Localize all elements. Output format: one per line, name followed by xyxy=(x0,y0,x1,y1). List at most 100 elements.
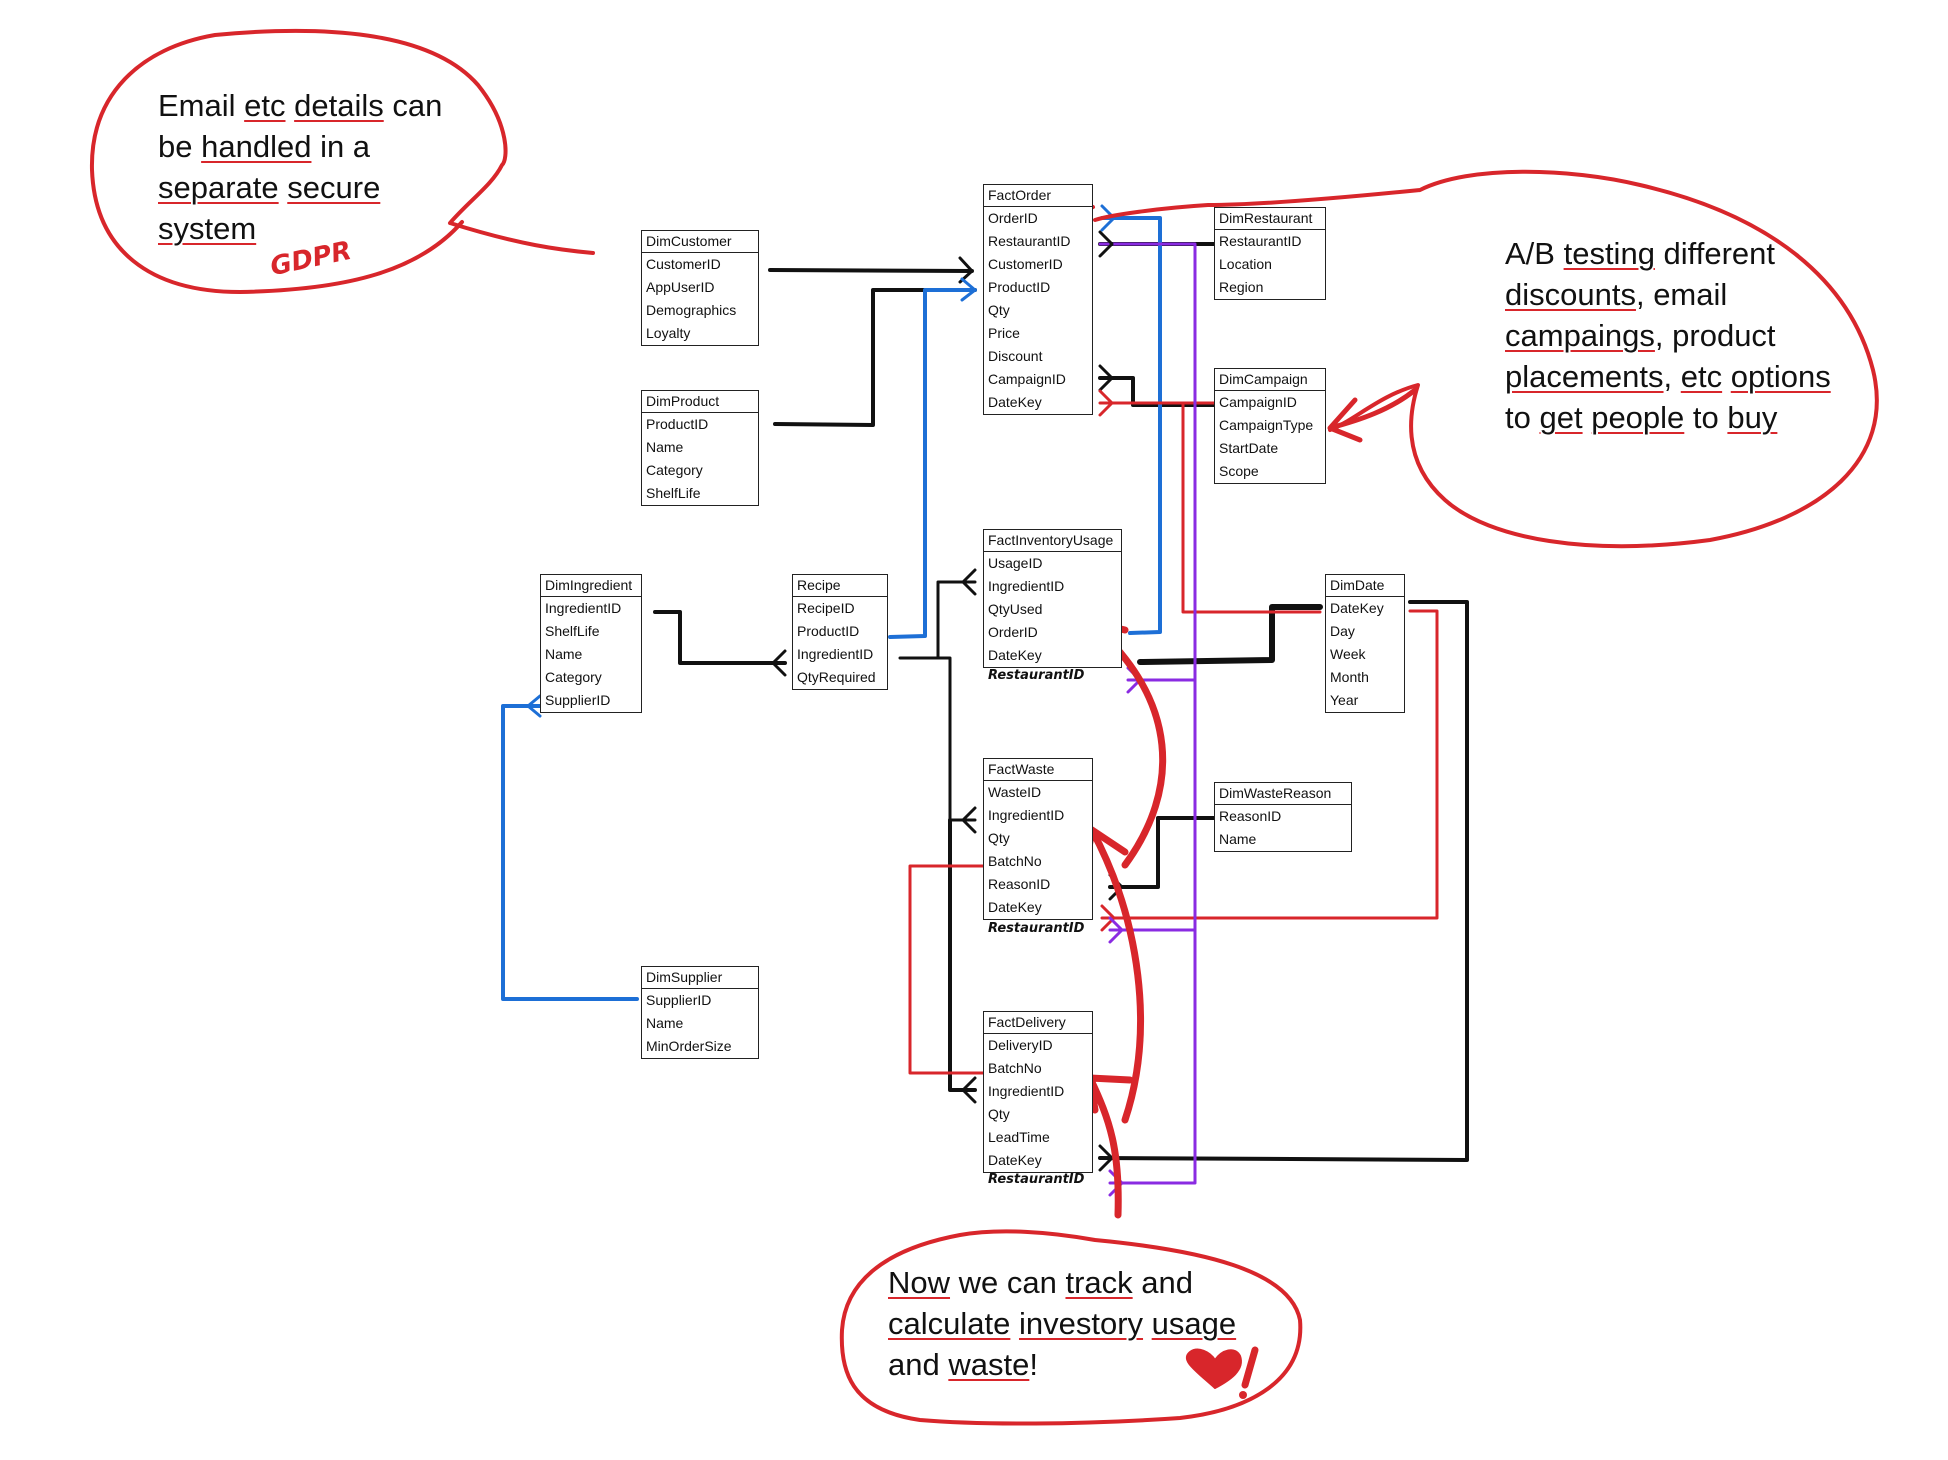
crowsfoot-usage-order xyxy=(1100,204,1116,232)
table-field: Qty xyxy=(988,830,1010,846)
rel-campaign-factorder xyxy=(1098,376,1217,407)
note-fragment xyxy=(1583,400,1592,435)
table-field: ShelfLife xyxy=(646,485,701,501)
note-fragment: etc xyxy=(1680,359,1723,394)
table-field: CustomerID xyxy=(988,256,1063,272)
table-factorder: FactOrder OrderID RestaurantID CustomerI… xyxy=(983,184,1093,415)
table-header: DimProduct xyxy=(642,391,758,413)
note-fragment: Now xyxy=(888,1265,951,1300)
table-dimsupplier: DimSupplier SupplierID Name MinOrderSize xyxy=(641,966,759,1059)
note-fragment: waste xyxy=(948,1347,1030,1382)
note-fragment: A/B xyxy=(1505,236,1564,271)
table-field: Week xyxy=(1330,646,1366,662)
crowsfoot-order-product xyxy=(960,277,977,302)
rel-wastereason-waste xyxy=(1108,816,1217,889)
table-field: ReasonID xyxy=(1219,808,1282,824)
crowsfoot-waste-restaurant xyxy=(1108,916,1124,944)
rel-datekey-waste-red xyxy=(1100,609,1439,920)
table-field: RecipeID xyxy=(797,600,855,616)
table-header: FactWaste xyxy=(984,759,1092,781)
table-field: DateKey xyxy=(1330,600,1384,616)
table-field: RestaurantID xyxy=(988,233,1071,249)
table-dimdate: DimDate DateKey Day Week Month Year xyxy=(1325,574,1405,713)
table-factwaste: FactWaste WasteID IngredientID Qty Batch… xyxy=(983,758,1093,920)
table-field: DateKey xyxy=(988,647,1042,663)
table-header: FactInventoryUsage xyxy=(984,530,1121,552)
table-header: DimRestaurant xyxy=(1215,208,1325,230)
table-header: DimSupplier xyxy=(642,967,758,989)
rel-supplier-ingredient xyxy=(501,704,639,1001)
table-field: IngredientID xyxy=(545,600,622,616)
note-fragment: Email xyxy=(158,88,245,123)
note-fragment: placements xyxy=(1505,359,1664,394)
rel-ingredient-recipe xyxy=(653,610,787,665)
handwritten-restaurantid-waste: RestaurantID xyxy=(988,921,1085,936)
table-field: Scope xyxy=(1219,463,1259,479)
note-fragment: handled xyxy=(201,129,312,164)
table-field: QtyUsed xyxy=(988,601,1043,617)
note-fragment: etc xyxy=(244,88,286,123)
rel-datekey-red-vertical xyxy=(1181,401,1322,614)
table-field: IngredientID xyxy=(988,1083,1065,1099)
table-field: Name xyxy=(646,439,684,455)
handwritten-restaurantid-delivery: RestaurantID xyxy=(988,1172,1085,1187)
note-fragment: get xyxy=(1539,400,1583,435)
rel-restaurantid-purple xyxy=(1098,242,1197,1185)
table-field: CampaignID xyxy=(1219,394,1297,410)
table-factdelivery: FactDelivery DeliveryID BatchNo Ingredie… xyxy=(983,1011,1093,1173)
note-fragment: to xyxy=(1684,400,1728,435)
table-field: CampaignType xyxy=(1219,417,1314,433)
table-field: Qty xyxy=(988,1106,1010,1122)
rel-product-factorder xyxy=(773,288,977,427)
note-fragment: calculate xyxy=(888,1306,1011,1341)
table-field: SupplierID xyxy=(545,692,611,708)
note-fragment xyxy=(1143,1306,1152,1341)
note-fragment: secure xyxy=(287,170,381,205)
table-field: AppUserID xyxy=(646,279,715,295)
note-ab-testing: A/B testing different discounts, email c… xyxy=(1505,233,1835,438)
crowsfoot-waste-ingredient xyxy=(961,806,977,834)
table-field: Demographics xyxy=(646,302,737,318)
crowsfoot-delivery-date xyxy=(1098,1144,1114,1172)
note-fragment: to xyxy=(1505,400,1540,435)
table-field: BatchNo xyxy=(988,1060,1042,1076)
table-field: MinOrderSize xyxy=(646,1038,732,1054)
table-header: DimDate xyxy=(1326,575,1404,597)
arrow-ab-campaign xyxy=(1327,387,1418,443)
table-field: Day xyxy=(1330,623,1355,639)
table-field: Category xyxy=(545,669,602,685)
table-header: FactDelivery xyxy=(984,1012,1092,1034)
rel-ingredient-waste xyxy=(936,656,977,822)
table-field: CustomerID xyxy=(646,256,721,272)
note-fragment: , xyxy=(1663,359,1681,394)
note-fragment: buy xyxy=(1727,400,1778,435)
table-field: Year xyxy=(1330,692,1359,708)
exclamation-dot-icon xyxy=(1239,1391,1247,1399)
table-field: UsageID xyxy=(988,555,1043,571)
table-field: Region xyxy=(1219,279,1264,295)
crowsfoot-order-customer xyxy=(958,256,974,284)
table-header: Recipe xyxy=(793,575,887,597)
note-fragment: separate xyxy=(158,170,279,205)
note-fragment: testing xyxy=(1563,236,1655,271)
crowsfoot-delivery-ingredient xyxy=(961,1076,977,1104)
note-tracking: Now we can track and calculate investory… xyxy=(888,1262,1258,1385)
note-fragment: investory xyxy=(1018,1306,1144,1341)
note-fragment xyxy=(1722,359,1731,394)
table-header: DimCampaign xyxy=(1215,369,1325,391)
note-fragment: campaings xyxy=(1505,318,1655,353)
table-field: BatchNo xyxy=(988,853,1042,869)
table-field: IngredientID xyxy=(988,578,1065,594)
note-fragment: details xyxy=(294,88,384,123)
crowsfoot-ingredient-supplier xyxy=(526,694,542,718)
table-field: IngredientID xyxy=(988,807,1065,823)
note-fragment xyxy=(279,170,288,205)
crowsfoot-order-restaurant xyxy=(1098,230,1114,258)
table-field: ProductID xyxy=(646,416,709,432)
table-field: DeliveryID xyxy=(988,1037,1053,1053)
table-field: DateKey xyxy=(988,1152,1042,1168)
note-fragment: options xyxy=(1730,359,1831,394)
table-field: DateKey xyxy=(988,899,1042,915)
heart-icon xyxy=(1185,1348,1242,1389)
exclamation-icon xyxy=(1241,1346,1259,1389)
